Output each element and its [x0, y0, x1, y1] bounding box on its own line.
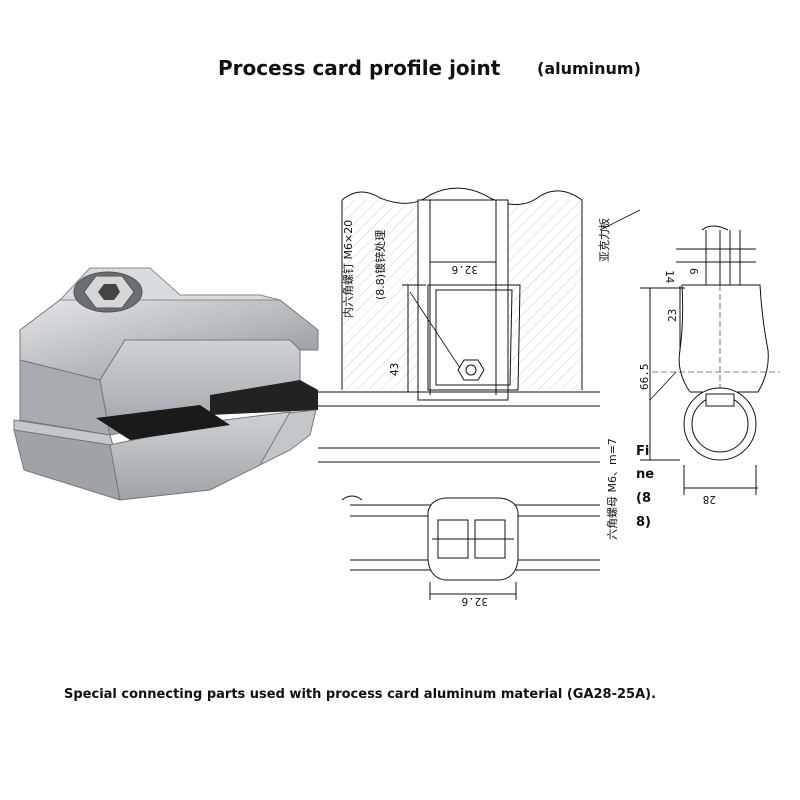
joint-photo: [13, 267, 319, 501]
side-mid-dim: 23: [666, 309, 679, 322]
page-title: Process card profile joint: [218, 56, 501, 80]
side-overall-dim: 66.5: [638, 364, 651, 391]
nut-grade-line-4: 8): [636, 515, 651, 530]
nut-label: 六角螺母 M6、m=7: [606, 438, 619, 540]
side-tube-dim: 28: [703, 493, 716, 506]
side-top-dim-2: 6: [687, 268, 700, 275]
nut-grade-line-2: ne: [636, 467, 654, 482]
screw-label: 内六角螺钉 M6×20: [341, 220, 355, 318]
screw-label-2: (8.8)镀锌处理: [373, 230, 387, 300]
plate-label: 亚克力板: [597, 218, 611, 262]
plan-width-dim: 32.6: [462, 595, 489, 608]
front-width-dim: 32.6: [452, 263, 479, 276]
front-view-drawing: [318, 187, 600, 463]
front-height-dim: 43: [388, 363, 401, 376]
nut-grade-line-3: (8: [636, 491, 651, 506]
plan-view-drawing: [341, 495, 600, 600]
page-subtitle: (aluminum): [537, 59, 641, 78]
side-view-drawing: [599, 209, 780, 495]
side-top-dim: 14: [663, 270, 676, 284]
product-caption: Special connecting parts used with proce…: [64, 687, 657, 702]
nut-grade-line-1: Fi: [636, 444, 649, 459]
